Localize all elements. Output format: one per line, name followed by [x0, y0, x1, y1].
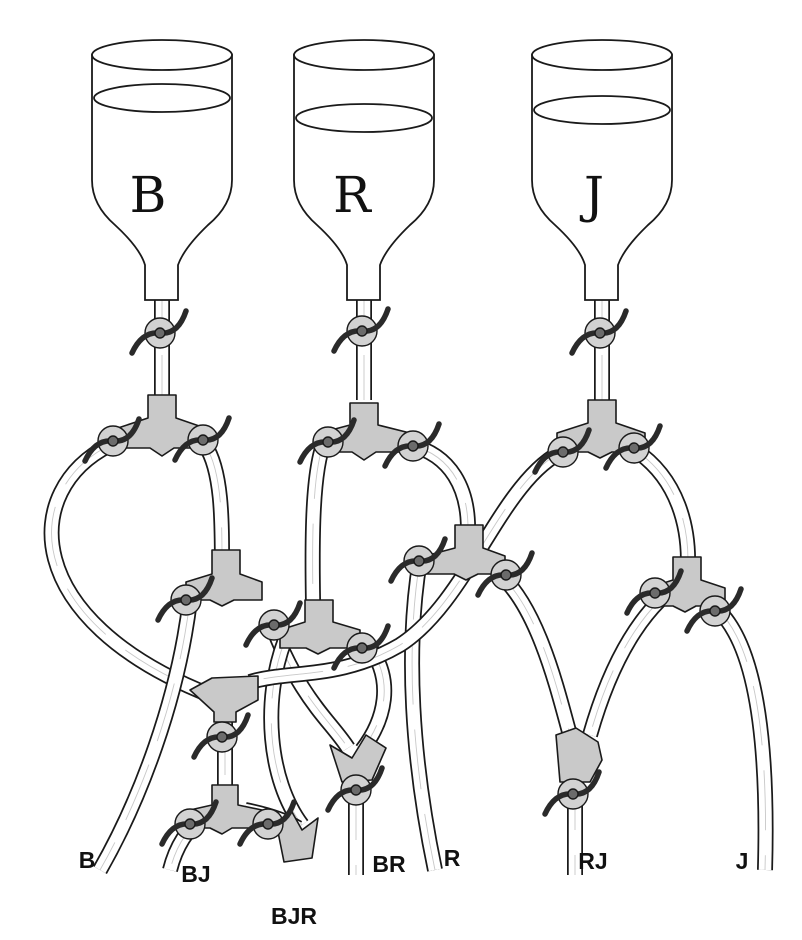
- tube-highlight: [634, 449, 689, 561]
- clamp-hub: [268, 619, 280, 631]
- tube-highlight: [51, 444, 211, 696]
- clamp-icon: [325, 765, 385, 813]
- tube-highlight: [717, 609, 767, 871]
- output-label-bjr: BJR: [271, 903, 317, 929]
- y-junction-icon: [329, 734, 387, 783]
- output-label-rj: RJ: [578, 848, 607, 874]
- clamp-icon: [129, 308, 189, 356]
- clamp-icon: [191, 712, 251, 760]
- flask-label-j: J: [579, 166, 604, 224]
- clamp-icon: [532, 427, 592, 475]
- clamp-icon: [624, 568, 684, 616]
- clamp-icon: [542, 769, 602, 817]
- clamp-icon: [297, 417, 357, 465]
- flask-group: B R J: [91, 39, 673, 301]
- tube-highlight: [99, 599, 191, 871]
- clamp-hub: [197, 434, 209, 446]
- clamp-hub: [262, 818, 274, 830]
- clamp-hub: [628, 442, 640, 454]
- clamp-hub: [413, 555, 425, 567]
- tube-highlight: [589, 599, 661, 736]
- clamp-icon: [569, 308, 629, 356]
- clamp-hub: [356, 325, 368, 337]
- tube-highlight: [499, 574, 571, 736]
- liquid-surface: [295, 103, 433, 133]
- output-label-br: BR: [372, 851, 406, 877]
- clamp-hub: [350, 784, 362, 796]
- y-junction-icon: [117, 394, 206, 457]
- clamp-hub: [407, 440, 419, 452]
- clamp-icon: [331, 306, 391, 354]
- clamp-icon: [603, 423, 663, 471]
- clamp-icon: [237, 799, 297, 847]
- junction-group: [117, 394, 726, 863]
- clamp-hub: [154, 327, 166, 339]
- output-label-r: R: [444, 845, 461, 871]
- clamp-icon: [172, 415, 232, 463]
- clamp-icon: [684, 586, 744, 634]
- clamp-icon: [82, 416, 142, 464]
- clamp-hub: [356, 642, 368, 654]
- output-label-bj: BJ: [181, 861, 210, 887]
- clamp-icon: [155, 575, 215, 623]
- y-junction-icon: [189, 675, 259, 723]
- clamp-icon: [331, 623, 391, 671]
- flask-rim: [531, 39, 673, 71]
- clamp-hub: [322, 436, 334, 448]
- flask-icon: [293, 54, 435, 301]
- tube-highlight: [249, 449, 566, 683]
- output-label-b: B: [79, 847, 96, 873]
- flask-b: B: [91, 39, 233, 301]
- clamp-hub: [180, 594, 192, 606]
- y-junction-icon: [555, 727, 603, 783]
- clamp-hub: [500, 569, 512, 581]
- flask-j: J: [531, 39, 673, 301]
- clamp-icon: [475, 550, 535, 598]
- clamp-hub: [567, 788, 579, 800]
- liquid-surface: [533, 95, 671, 125]
- flask-rim: [293, 39, 435, 71]
- flask-label-r: R: [333, 166, 372, 224]
- clamp-icon: [243, 600, 303, 648]
- flask-r: R: [293, 39, 435, 301]
- flask-icon: [91, 54, 233, 301]
- clamp-icon: [159, 799, 219, 847]
- flask-label-b: B: [130, 166, 167, 224]
- clamp-icon: [382, 421, 442, 469]
- clamp-hub: [216, 731, 228, 743]
- flask-rim: [91, 39, 233, 71]
- clamp-group: [82, 306, 744, 847]
- output-label-group: B BJ BJR BR R RJ J: [79, 845, 749, 929]
- clamp-hub: [709, 605, 721, 617]
- output-label-j: J: [736, 848, 749, 874]
- clamp-icon: [388, 536, 448, 584]
- clamp-hub: [184, 818, 196, 830]
- clamp-hub: [594, 327, 606, 339]
- tube-highlight: [411, 559, 436, 871]
- liquid-surface: [93, 83, 231, 113]
- clamp-hub: [649, 587, 661, 599]
- flask-icon: [531, 54, 673, 301]
- clamp-hub: [557, 446, 569, 458]
- clamp-hub: [107, 435, 119, 447]
- tube-bore: [583, 595, 665, 737]
